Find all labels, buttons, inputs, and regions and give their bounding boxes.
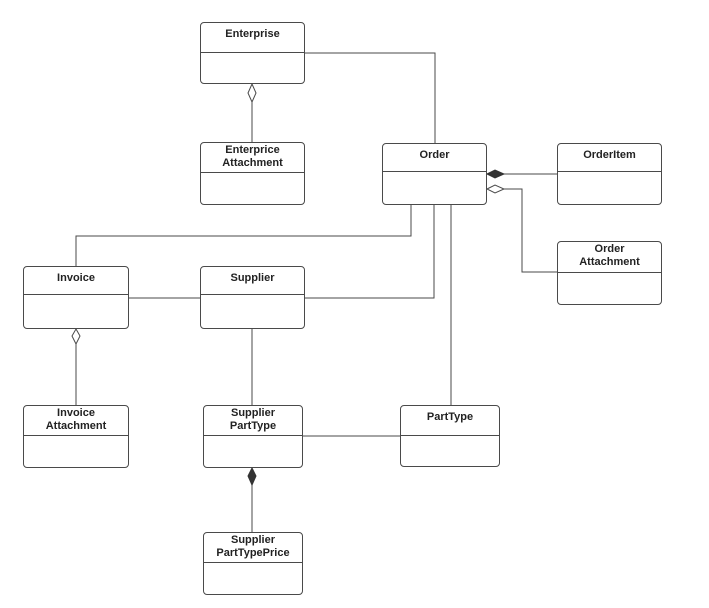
class-supplier-part-type-price[interactable]: Supplier PartTypePrice	[203, 532, 303, 595]
class-invoice-attachment-header: Invoice Attachment	[24, 406, 128, 436]
class-invoice-name: Invoice	[57, 272, 95, 284]
aggregation-diamond-enterprise	[247, 82, 257, 104]
class-order-header: Order	[383, 144, 486, 172]
class-invoice-header: Invoice	[24, 267, 128, 295]
class-supplier-part-type[interactable]: Supplier PartType	[203, 405, 303, 468]
class-order-attachment-name-line2: Attachment	[579, 256, 640, 268]
class-supplier-part-type-price-header: Supplier PartTypePrice	[204, 533, 302, 563]
class-enterprise-attachment-name-line2: Attachment	[222, 157, 283, 169]
class-enterprise-header: Enterprise	[201, 23, 304, 53]
class-part-type[interactable]: PartType	[400, 405, 500, 467]
class-invoice-attachment-name-line2: Attachment	[45, 420, 107, 432]
class-supplier-part-type-name-line1: Supplier	[230, 407, 275, 419]
aggregation-diamond-order-attachment	[485, 184, 506, 194]
class-enterprise[interactable]: Enterprise	[200, 22, 305, 84]
class-invoice-attachment[interactable]: Invoice Attachment	[23, 405, 129, 468]
class-order[interactable]: Order	[382, 143, 487, 205]
link-order-invoice	[75, 205, 412, 266]
class-enterprise-name: Enterprise	[225, 28, 280, 40]
class-order-item[interactable]: OrderItem	[557, 143, 662, 205]
class-supplier[interactable]: Supplier	[200, 266, 305, 329]
class-invoice[interactable]: Invoice	[23, 266, 129, 329]
link-enterprise-order	[305, 52, 436, 143]
link-order-orderattachment	[504, 188, 557, 273]
class-part-type-header: PartType	[401, 406, 499, 436]
class-supplier-header: Supplier	[201, 267, 304, 295]
class-enterprise-attachment-name-line1: Enterprice	[225, 144, 280, 156]
class-part-type-name: PartType	[426, 411, 474, 423]
class-supplier-part-type-price-name-line2: PartTypePrice	[216, 547, 290, 559]
class-supplier-name: Supplier	[230, 272, 275, 284]
aggregation-diamond-invoice	[71, 327, 81, 346]
class-order-name: Order	[419, 149, 450, 161]
class-supplier-part-type-header: Supplier PartType	[204, 406, 302, 436]
composition-diamond-supplierparttype	[247, 466, 257, 487]
class-enterprise-attachment[interactable]: Enterprice Attachment	[200, 142, 305, 205]
class-supplier-part-type-price-name-line1: Supplier	[230, 534, 275, 546]
composition-diamond-order-orderitem	[485, 169, 506, 179]
class-order-attachment-name-line1: Order	[594, 243, 625, 255]
class-order-attachment-header: Order Attachment	[558, 242, 661, 273]
class-invoice-attachment-name-line1: Invoice	[57, 407, 95, 419]
class-supplier-part-type-name-line2: PartType	[229, 420, 277, 432]
class-order-item-name: OrderItem	[583, 149, 636, 161]
link-order-supplier	[305, 205, 435, 299]
class-order-attachment[interactable]: Order Attachment	[557, 241, 662, 305]
class-order-item-header: OrderItem	[558, 144, 661, 172]
class-enterprise-attachment-header: Enterprice Attachment	[201, 143, 304, 173]
